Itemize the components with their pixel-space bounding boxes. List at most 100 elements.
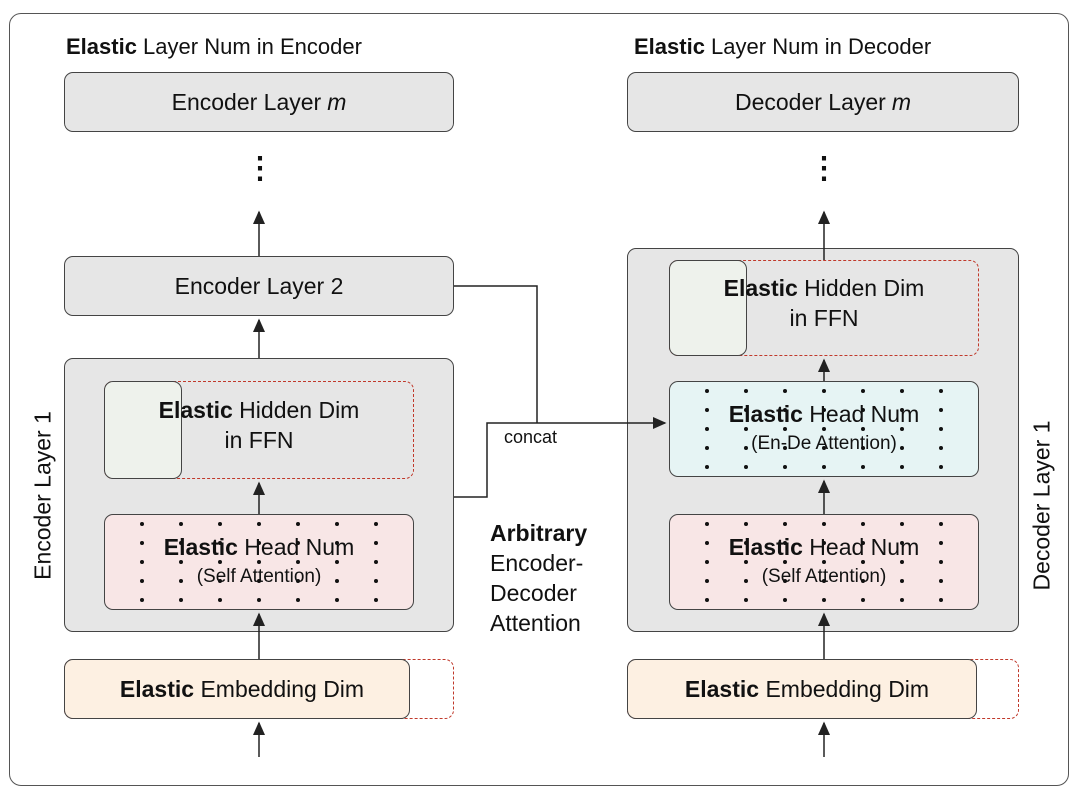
attention-dot <box>822 408 826 412</box>
attention-dot <box>939 408 943 412</box>
attention-dot <box>705 598 709 602</box>
attention-dot <box>179 522 183 526</box>
attention-dot <box>861 598 865 602</box>
attention-dot <box>783 446 787 450</box>
attention-dot <box>296 598 300 602</box>
attention-dot <box>783 389 787 393</box>
encoder-embedding-box <box>64 659 410 719</box>
attention-dot <box>257 522 261 526</box>
attention-dot <box>939 465 943 469</box>
attention-dot <box>257 560 261 564</box>
attention-dot <box>257 598 261 602</box>
attention-dot <box>140 522 144 526</box>
attention-dot <box>939 598 943 602</box>
attention-dot <box>335 541 339 545</box>
attention-dot <box>861 465 865 469</box>
attention-dot <box>783 541 787 545</box>
decoder-ffn-inner-box <box>669 260 747 356</box>
decoder-ende-attention-dots <box>705 389 943 469</box>
attention-dot <box>900 598 904 602</box>
attention-dot <box>900 560 904 564</box>
attention-dot <box>744 579 748 583</box>
decoder-self-attention-dots <box>705 522 943 602</box>
attention-dot <box>705 408 709 412</box>
attention-dot <box>783 579 787 583</box>
attention-dot <box>218 579 222 583</box>
attention-dot <box>179 541 183 545</box>
attention-dot <box>822 446 826 450</box>
attention-dot <box>218 541 222 545</box>
attention-dot <box>140 579 144 583</box>
attention-dot <box>218 598 222 602</box>
attention-dot <box>179 598 183 602</box>
encoder-self-attention-label: Elastic Head Num (Self Attention) <box>163 534 355 587</box>
decoder-ende-attention-label: Elastic Head Num (En-De Attention) <box>728 401 920 454</box>
attention-dot <box>374 560 378 564</box>
attention-dot <box>783 522 787 526</box>
attention-dot <box>822 465 826 469</box>
encoder-ellipsis: ⋮ <box>245 152 275 185</box>
attention-dot <box>783 427 787 431</box>
attention-dot <box>783 465 787 469</box>
attention-dot <box>822 522 826 526</box>
attention-dot <box>861 541 865 545</box>
decoder-layer-m: Decoder Layer m <box>627 72 1019 132</box>
attention-dot <box>744 389 748 393</box>
attention-dot <box>218 522 222 526</box>
attention-dot <box>744 560 748 564</box>
attention-dot <box>861 408 865 412</box>
attention-dot <box>783 598 787 602</box>
attention-dot <box>744 408 748 412</box>
attention-dot <box>939 579 943 583</box>
attention-dot <box>861 560 865 564</box>
attention-dot <box>744 427 748 431</box>
attention-dot <box>783 408 787 412</box>
decoder-embedding-box <box>627 659 977 719</box>
decoder-title: Elastic Layer Num in Decoder <box>634 34 932 59</box>
attention-dot <box>822 389 826 393</box>
attention-dot <box>900 427 904 431</box>
attention-dot <box>861 446 865 450</box>
attention-dot <box>900 579 904 583</box>
attention-dot <box>257 579 261 583</box>
connector-layer1-to-ende <box>454 417 667 498</box>
encoder-ffn-label: Elastic Hidden Dim in FFN <box>158 397 360 453</box>
attention-dot <box>374 579 378 583</box>
attention-dot <box>939 522 943 526</box>
attention-dot <box>705 427 709 431</box>
attention-dot <box>822 560 826 564</box>
attention-dot <box>822 598 826 602</box>
attention-dot <box>900 446 904 450</box>
attention-dot <box>744 465 748 469</box>
attention-dot <box>179 560 183 564</box>
attention-dot <box>900 408 904 412</box>
attention-dot <box>861 389 865 393</box>
attention-dot <box>705 579 709 583</box>
attention-dot <box>374 522 378 526</box>
attention-dot <box>861 579 865 583</box>
concat-label: concat <box>504 427 558 447</box>
encoder-self-attention-dots <box>140 522 378 602</box>
decoder-ellipsis: ⋮ <box>809 152 839 185</box>
attention-dot <box>900 465 904 469</box>
attention-dot <box>900 522 904 526</box>
attention-dot <box>939 446 943 450</box>
attention-dot <box>783 560 787 564</box>
attention-dot <box>861 522 865 526</box>
attention-dot <box>705 465 709 469</box>
attention-dot <box>296 522 300 526</box>
attention-dot <box>374 541 378 545</box>
encoder-embedding-label: Elastic Embedding Dim <box>119 676 365 702</box>
attention-dot <box>257 541 261 545</box>
attention-dot <box>744 446 748 450</box>
connector-layer2-to-concat <box>454 285 538 423</box>
attention-dot <box>140 598 144 602</box>
attention-dot <box>140 560 144 564</box>
encoder-ffn-inner-box <box>104 381 182 479</box>
attention-dot <box>900 541 904 545</box>
attention-dot <box>939 541 943 545</box>
attention-dot <box>296 560 300 564</box>
attention-dot <box>374 598 378 602</box>
attention-dot <box>705 560 709 564</box>
